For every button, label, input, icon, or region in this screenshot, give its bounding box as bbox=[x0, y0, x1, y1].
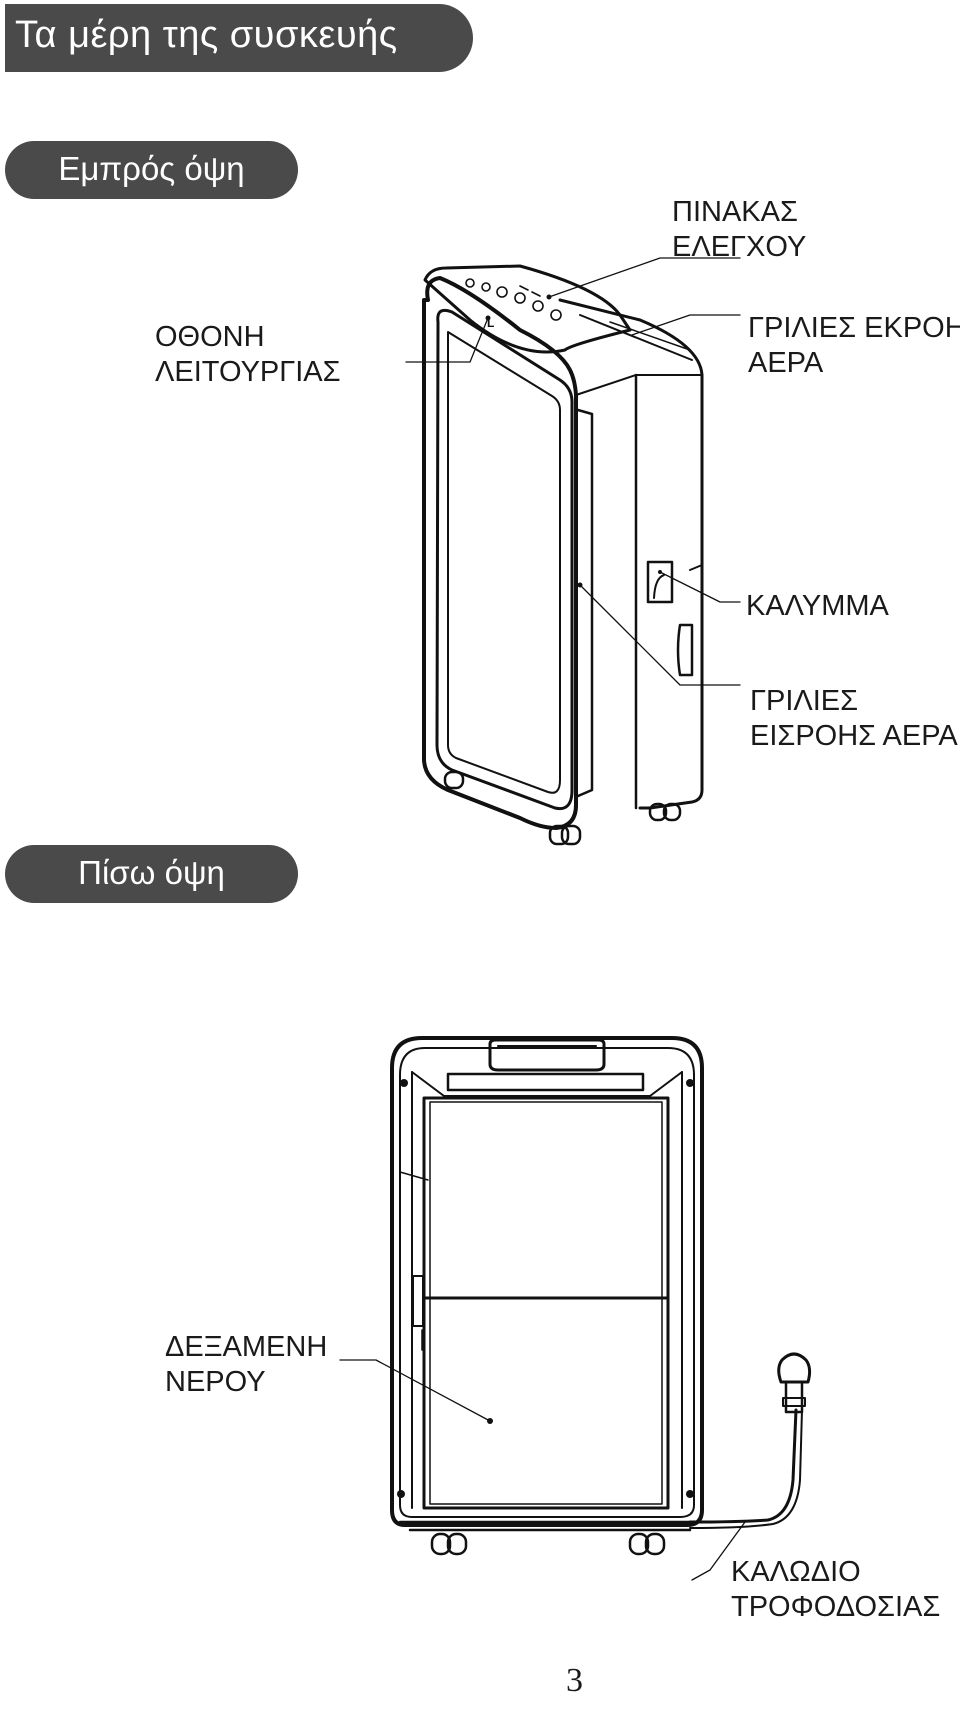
label-power-cord: ΚΑΛΩΔΙΟ ΤΡΟΦΟΔΟΣΙΑΣ bbox=[731, 1555, 940, 1625]
label-power-cord-line1: ΚΑΛΩΔΙΟ bbox=[731, 1556, 861, 1588]
label-water-tank-line1: ΔΕΞΑΜΕΝΗ bbox=[165, 1331, 328, 1363]
label-air-outlet: ΓΡΙΛΙΕΣ ΕΚΡΟΗΣ ΑΕΡΑ bbox=[748, 311, 960, 381]
label-cover-line1: ΚΑΛΥΜΜΑ bbox=[746, 590, 889, 622]
svg-text:L: L bbox=[487, 316, 494, 330]
label-air-inlet-line1: ΓΡΙΛΙΕΣ bbox=[750, 685, 859, 717]
label-control-panel-line2: ΕΛΕΓΧΟΥ bbox=[672, 231, 807, 263]
label-water-tank-line2: ΝΕΡΟΥ bbox=[165, 1366, 266, 1398]
label-water-tank: ΔΕΞΑΜΕΝΗ ΝΕΡΟΥ bbox=[165, 1330, 327, 1400]
label-display-line2: ΛΕΙΤΟΥΡΓΙΑΣ bbox=[155, 356, 341, 388]
label-control-panel-line1: ΠΙΝΑΚΑΣ bbox=[672, 196, 798, 228]
back-view-illustration bbox=[339, 1036, 812, 1581]
section-title-front: Εμπρός όψη bbox=[5, 141, 298, 199]
label-cover: ΚΑΛΥΜΜΑ bbox=[746, 589, 889, 624]
label-control-panel: ΠΙΝΑΚΑΣ ΕΛΕΓΧΟΥ bbox=[672, 195, 806, 265]
label-air-inlet-line2: ΕΙΣΡΟΗΣ ΑΕΡΑ bbox=[750, 720, 958, 752]
page-number: 3 bbox=[566, 1662, 583, 1699]
label-air-outlet-line1: ΓΡΙΛΙΕΣ ΕΚΡΟΗΣ bbox=[748, 312, 960, 344]
label-air-inlet: ΓΡΙΛΙΕΣ ΕΙΣΡΟΗΣ ΑΕΡΑ bbox=[750, 684, 958, 754]
label-display-line1: ΟΘΟΝΗ bbox=[155, 321, 265, 353]
label-air-outlet-line2: ΑΕΡΑ bbox=[748, 347, 824, 379]
front-view-illustration: L bbox=[405, 257, 741, 846]
section-title-front-text: Εμπρός όψη bbox=[58, 150, 245, 187]
section-title-back-text: Πίσω όψη bbox=[78, 854, 225, 891]
label-power-cord-line2: ΤΡΟΦΟΔΟΣΙΑΣ bbox=[731, 1591, 941, 1623]
section-title-back: Πίσω όψη bbox=[5, 845, 298, 903]
header-banner: Τα μέρη της συσκευής bbox=[5, 4, 473, 72]
page-title: Τα μέρη της συσκευής bbox=[15, 14, 398, 56]
label-display: ΟΘΟΝΗ ΛΕΙΤΟΥΡΓΙΑΣ bbox=[155, 320, 341, 390]
